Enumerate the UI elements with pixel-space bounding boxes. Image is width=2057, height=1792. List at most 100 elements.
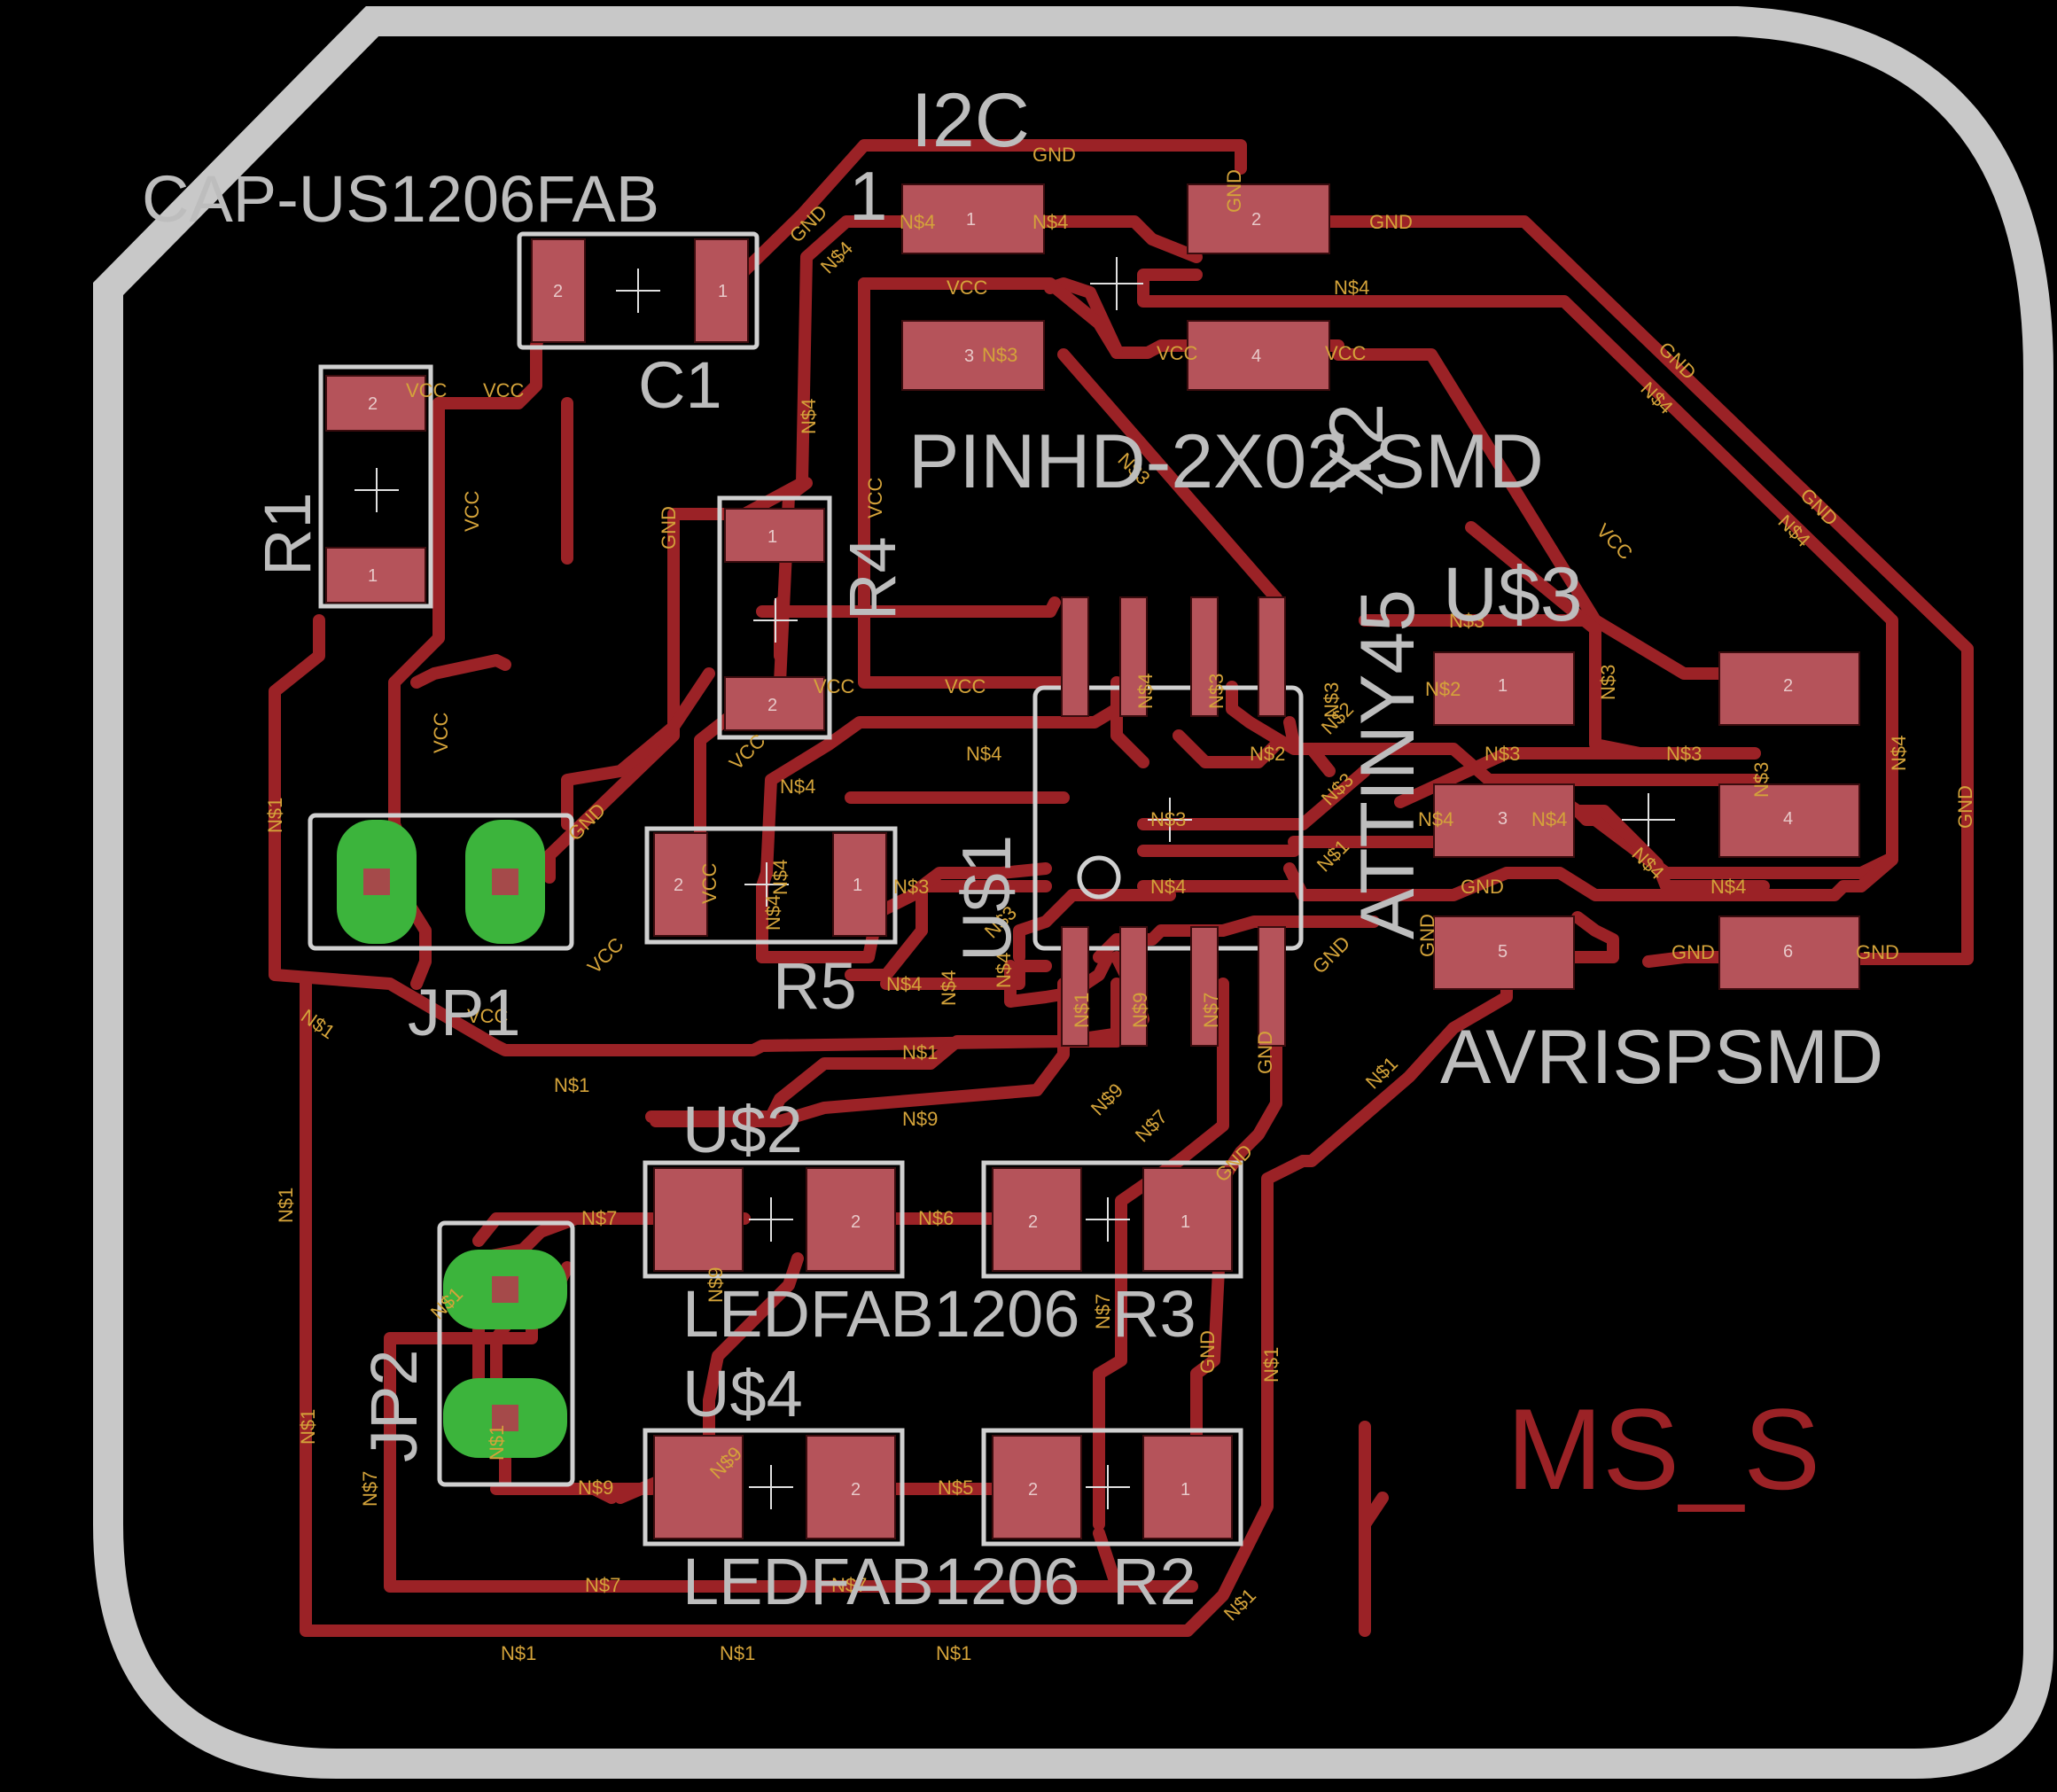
svg-text:5: 5 [1498, 942, 1508, 962]
svg-text:N$1: N$1 [1071, 993, 1093, 1028]
svg-text:VCC: VCC [947, 277, 988, 299]
svg-text:1: 1 [767, 527, 777, 547]
svg-text:N$1: N$1 [501, 1642, 536, 1664]
svg-text:N$6: N$6 [918, 1207, 954, 1229]
svg-text:N$7: N$7 [1200, 993, 1222, 1028]
svg-text:N$1: N$1 [486, 1425, 508, 1461]
svg-text:GND: GND [1671, 941, 1715, 963]
label-r2: R2 [1112, 1545, 1196, 1618]
svg-text:GND: GND [1416, 914, 1438, 957]
label-cap: CAP-US1206FAB [142, 162, 659, 236]
svg-text:2: 2 [1028, 1212, 1038, 1232]
svg-text:N$1: N$1 [902, 1041, 938, 1064]
component-r3[interactable] [981, 1160, 1243, 1279]
component-jp1[interactable] [308, 813, 574, 951]
label-r5: R5 [773, 949, 857, 1023]
svg-text:N$4: N$4 [769, 860, 791, 895]
svg-text:GND: GND [1461, 876, 1504, 898]
svg-text:2: 2 [767, 696, 777, 715]
component-u2-led[interactable] [643, 1160, 905, 1279]
svg-text:N$1: N$1 [297, 1409, 319, 1445]
svg-text:N$4: N$4 [1710, 876, 1746, 898]
svg-text:N$9: N$9 [705, 1267, 727, 1303]
component-r5[interactable] [644, 826, 898, 945]
svg-text:VCC: VCC [1325, 342, 1367, 364]
svg-text:N$7: N$7 [1092, 1294, 1114, 1329]
svg-text:N$4: N$4 [798, 399, 820, 434]
label-jp1: JP1 [408, 976, 521, 1049]
svg-text:N$1: N$1 [936, 1642, 971, 1664]
component-i2c-header[interactable] [901, 183, 1330, 391]
board-outline [93, 5, 2053, 1779]
label-attiny: ATTINY45 [1345, 589, 1430, 939]
svg-text:VCC: VCC [698, 862, 721, 904]
svg-text:N$2: N$2 [1250, 743, 1285, 765]
svg-text:N$1: N$1 [1260, 1347, 1282, 1383]
svg-text:N$9: N$9 [1129, 993, 1151, 1028]
svg-text:1: 1 [718, 282, 728, 301]
svg-text:N$1: N$1 [275, 1188, 297, 1223]
svg-text:VCC: VCC [864, 477, 886, 518]
label-u2: U$2 [682, 1093, 803, 1166]
label-avrisp: AVRISPSMD [1440, 1015, 1883, 1100]
svg-text:VCC: VCC [406, 379, 448, 401]
svg-text:N$1: N$1 [554, 1074, 589, 1096]
svg-text:N$4: N$4 [1888, 736, 1910, 771]
label-r4: R4 [836, 536, 909, 620]
svg-text:GND: GND [1254, 1031, 1276, 1074]
svg-text:N$4: N$4 [780, 775, 815, 798]
svg-text:3: 3 [964, 347, 974, 366]
pin-numbers: 1 2 3 4 1 2 3 4 5 6 2 1 1 2 1 2 2 1 2 2 … [368, 210, 1793, 1500]
component-u1-attiny45[interactable] [1032, 596, 1304, 1047]
svg-text:2: 2 [368, 394, 378, 414]
svg-text:N$7: N$7 [585, 1574, 620, 1596]
svg-text:N$7: N$7 [831, 1574, 867, 1596]
label-pin1: 1 [849, 157, 887, 235]
svg-text:2: 2 [553, 282, 563, 301]
svg-text:N$4: N$4 [1150, 876, 1186, 898]
svg-text:GND: GND [1954, 785, 1976, 829]
svg-text:2: 2 [1028, 1480, 1038, 1500]
svg-text:GND: GND [1032, 144, 1076, 166]
component-u3-avrisp[interactable] [1433, 651, 1860, 990]
svg-text:1: 1 [1180, 1212, 1190, 1232]
svg-text:VCC: VCC [467, 1005, 509, 1027]
svg-text:N$3: N$3 [1750, 762, 1773, 798]
label-u1: U$1 [947, 835, 1025, 962]
component-jp2[interactable] [437, 1220, 575, 1487]
svg-text:N$3: N$3 [1597, 665, 1619, 700]
svg-text:GND: GND [1856, 941, 1899, 963]
svg-text:N$3: N$3 [1666, 743, 1702, 765]
svg-text:2: 2 [1783, 676, 1793, 696]
svg-text:GND: GND [1369, 211, 1413, 233]
component-c1[interactable] [517, 231, 760, 350]
svg-text:N$1: N$1 [264, 798, 286, 833]
label-u3: U$3 [1443, 552, 1583, 637]
svg-text:N$9: N$9 [578, 1476, 613, 1499]
svg-text:N$4: N$4 [1418, 808, 1453, 830]
label-r1: R1 [251, 492, 324, 576]
svg-text:N$4: N$4 [1334, 277, 1369, 299]
svg-text:N$4: N$4 [762, 895, 784, 931]
svg-text:2: 2 [851, 1480, 861, 1500]
svg-text:N$4: N$4 [1531, 808, 1567, 830]
svg-text:4: 4 [1783, 809, 1793, 829]
component-r2[interactable] [981, 1428, 1243, 1547]
svg-text:N$4: N$4 [966, 743, 1001, 765]
svg-text:1: 1 [966, 210, 976, 230]
component-r1[interactable] [318, 364, 433, 609]
svg-text:N$3: N$3 [1150, 808, 1186, 830]
svg-text:N$3: N$3 [982, 344, 1017, 366]
svg-text:N$4: N$4 [900, 211, 935, 233]
svg-text:2: 2 [674, 876, 683, 895]
label-led1: LEDFAB1206 [682, 1277, 1079, 1351]
svg-text:2: 2 [1251, 210, 1261, 230]
svg-text:N$4: N$4 [993, 953, 1015, 988]
component-u4-led[interactable] [643, 1428, 905, 1547]
svg-text:1: 1 [368, 566, 378, 586]
component-r4[interactable] [717, 495, 832, 740]
svg-text:GND: GND [1196, 1330, 1219, 1374]
svg-text:N$1: N$1 [720, 1642, 755, 1664]
svg-text:N$2: N$2 [1425, 678, 1461, 700]
